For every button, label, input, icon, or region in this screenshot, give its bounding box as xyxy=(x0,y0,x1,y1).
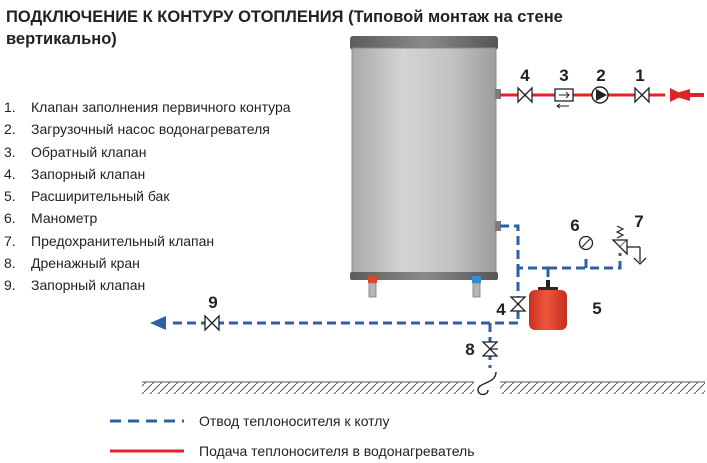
callout-2: 2 xyxy=(596,66,605,85)
tank-cold-port xyxy=(472,276,481,283)
callout-7: 7 xyxy=(634,212,643,231)
shutoff-valve-9-icon xyxy=(204,314,220,332)
tank-top-cap xyxy=(350,36,498,50)
tank-leg xyxy=(472,282,481,298)
callout-8: 8 xyxy=(465,340,474,359)
drain-valve-icon xyxy=(477,341,499,396)
legend-item: 8.Дренажный кран xyxy=(4,255,140,272)
callout-6: 6 xyxy=(570,216,579,235)
legend-item: 3.Обратный клапан xyxy=(4,143,147,160)
callout-4-bottom: 4 xyxy=(496,300,506,319)
tank-upper-port xyxy=(495,89,501,99)
expansion-tank-icon xyxy=(529,280,567,330)
title-line-1: ПОДКЛЮЧЕНИЕ К КОНТУРУ ОТОПЛЕНИЯ (Типовой… xyxy=(6,8,563,26)
tank-body xyxy=(351,47,497,277)
legend-item: 2.Загрузочный насос водонагревателя xyxy=(4,121,270,138)
legend-item: 1.Клапан заполнения первичного контура xyxy=(4,99,291,115)
water-heater-tank xyxy=(350,36,501,298)
legend-item: 5.Расширительный бак xyxy=(4,188,170,205)
shutoff-valve-4-top-icon xyxy=(517,86,533,104)
tank-bottom-cap xyxy=(350,272,498,280)
title-line-2: вертикально) xyxy=(6,30,117,48)
check-valve-icon xyxy=(554,88,574,109)
tank-lower-port xyxy=(495,221,501,231)
legend-item: 6.Манометр xyxy=(4,210,98,227)
supply-arrow-head-icon xyxy=(670,88,684,102)
return-key-label: Отвод теплоносителя к котлу xyxy=(199,413,389,429)
component-legend: 1.Клапан заполнения первичного контура 2… xyxy=(4,96,291,297)
fill-valve-icon xyxy=(634,86,650,104)
safety-valve-icon xyxy=(611,225,647,265)
supply-key-label: Подача теплоносителя в водонагреватель xyxy=(199,443,474,459)
legend-item: 7.Предохранительный клапан xyxy=(4,232,215,249)
callout-4-top: 4 xyxy=(520,66,530,85)
callout-5: 5 xyxy=(592,299,601,318)
pump-icon xyxy=(591,86,609,104)
legend-item: 4.Запорный клапан xyxy=(4,165,146,182)
tank-leg xyxy=(368,282,377,298)
supply-arrow-icon xyxy=(670,89,704,101)
callout-1: 1 xyxy=(635,66,644,85)
return-line xyxy=(172,224,622,368)
tank-hot-port xyxy=(368,276,377,283)
callout-9: 9 xyxy=(208,293,217,312)
line-type-key: Отвод теплоносителя к котлу Подача тепло… xyxy=(110,413,474,459)
return-arrow-icon xyxy=(150,316,166,330)
pressure-gauge-icon xyxy=(578,235,594,251)
legend-item: 9.Запорный клапан xyxy=(4,277,146,294)
floor-hatch xyxy=(142,381,705,394)
shutoff-valve-4-bottom-icon xyxy=(509,296,527,312)
callout-3: 3 xyxy=(559,66,568,85)
diagram-title: ПОДКЛЮЧЕНИЕ К КОНТУРУ ОТОПЛЕНИЯ (Типовой… xyxy=(6,6,706,50)
